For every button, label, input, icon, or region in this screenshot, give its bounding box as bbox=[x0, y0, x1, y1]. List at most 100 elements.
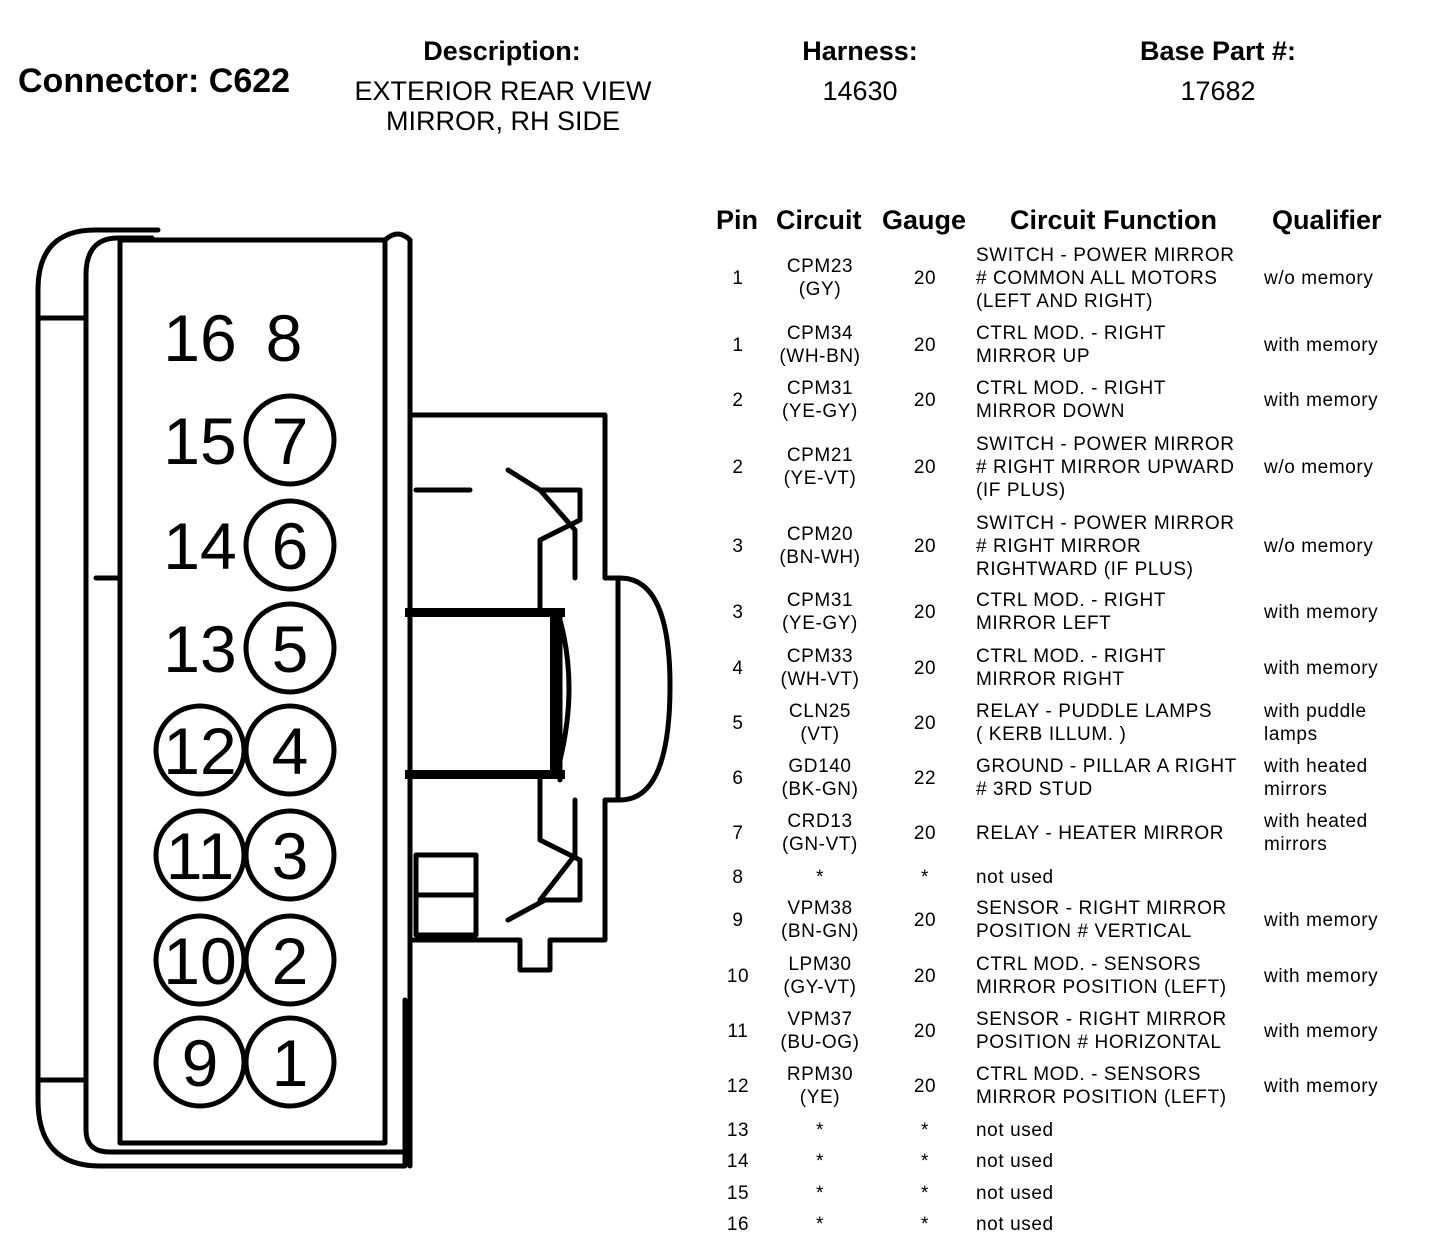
header-circuit-function: Circuit Function bbox=[1010, 205, 1217, 235]
cavity-circle-1 bbox=[243, 1015, 337, 1109]
circuit-code: (VT) bbox=[800, 724, 840, 745]
qualifier: w/o memory bbox=[1264, 267, 1374, 289]
pin-number: 13 bbox=[726, 1119, 750, 1141]
circuit-function: # RIGHT MIRROR UPWARD bbox=[976, 456, 1235, 478]
pin-number: 7 bbox=[732, 822, 744, 844]
circuit-function: not used bbox=[976, 1150, 1054, 1172]
qualifier: mirrors bbox=[1264, 834, 1328, 855]
circuit-code: CPM34 bbox=[786, 323, 854, 344]
cavity-number-4: 4 bbox=[272, 714, 309, 788]
cavity-number-8: 8 bbox=[266, 301, 303, 375]
circuit-code: * bbox=[816, 1213, 824, 1235]
header-pin: Pin bbox=[716, 205, 759, 235]
lock-rail bbox=[382, 231, 673, 1169]
wire-gauge: 20 bbox=[913, 389, 937, 411]
qualifier: with memory bbox=[1264, 389, 1379, 411]
header-qualifier: Qualifier bbox=[1272, 205, 1382, 235]
pin-number: 3 bbox=[732, 601, 744, 623]
wire-gauge: 20 bbox=[913, 334, 937, 356]
circuit-function: not used bbox=[976, 866, 1054, 888]
cavity-number-10: 10 bbox=[163, 924, 236, 998]
pin-number: 4 bbox=[732, 657, 744, 679]
qualifier: mirrors bbox=[1264, 779, 1328, 800]
qualifier: with heated bbox=[1264, 811, 1368, 832]
wire-gauge: 20 bbox=[913, 267, 937, 289]
connector-title: Connector: C622 bbox=[18, 62, 291, 100]
circuit-code: CPM31 bbox=[786, 378, 854, 399]
wire-gauge: * bbox=[921, 866, 929, 888]
circuit-code: (WH-BN) bbox=[779, 346, 861, 367]
circuit-function: SWITCH - POWER MIRROR bbox=[976, 433, 1235, 455]
wire-gauge: 20 bbox=[913, 712, 937, 734]
circuit-code: CPM33 bbox=[786, 646, 854, 667]
circuit-function: MIRROR UP bbox=[976, 346, 1091, 367]
pin-number: 1 bbox=[732, 334, 744, 356]
circuit-code: CPM21 bbox=[786, 445, 854, 466]
pin-number: 14 bbox=[726, 1150, 750, 1172]
circuit-code: CPM23 bbox=[786, 256, 854, 277]
wire-gauge: * bbox=[921, 1119, 929, 1141]
pin-number: 2 bbox=[732, 389, 744, 411]
circuit-code: (GY) bbox=[798, 279, 842, 300]
circuit-function: POSITION # VERTICAL bbox=[976, 921, 1192, 942]
circuit-code: (YE) bbox=[799, 1087, 841, 1108]
wire-gauge: 20 bbox=[913, 909, 937, 931]
qualifier: with heated bbox=[1264, 756, 1368, 777]
cavity-number-15: 15 bbox=[163, 404, 236, 478]
wire-gauge: * bbox=[921, 1213, 929, 1235]
circuit-code: (GN-VT) bbox=[782, 834, 858, 855]
cavity-number-1: 1 bbox=[272, 1026, 309, 1100]
circuit-function: CTRL MOD. - SENSORS bbox=[976, 954, 1201, 975]
circuit-code: CRD13 bbox=[787, 811, 853, 832]
circuit-function: MIRROR POSITION (LEFT) bbox=[976, 1087, 1227, 1108]
wire-gauge: * bbox=[921, 1182, 929, 1204]
circuit-code: (YE-GY) bbox=[782, 613, 858, 634]
description-label: Description: bbox=[423, 36, 581, 66]
circuit-code: VPM37 bbox=[787, 1009, 853, 1030]
cavity-number-11: 11 bbox=[166, 819, 235, 893]
qualifier: with memory bbox=[1264, 601, 1379, 623]
cavity-circle-6 bbox=[243, 498, 337, 592]
wire-gauge: 20 bbox=[913, 1020, 937, 1042]
cavity-number-2: 2 bbox=[272, 924, 309, 998]
pin-number: 8 bbox=[732, 866, 744, 888]
pin-number: 15 bbox=[726, 1182, 750, 1204]
pin-number: 2 bbox=[732, 456, 744, 478]
cavity-number-6: 6 bbox=[272, 509, 309, 583]
circuit-code: * bbox=[816, 1182, 824, 1204]
circuit-code: LPM30 bbox=[788, 954, 852, 975]
circuit-function: RIGHTWARD (IF PLUS) bbox=[976, 558, 1194, 580]
circuit-code: * bbox=[816, 1150, 824, 1172]
cavity-number-9: 9 bbox=[182, 1026, 219, 1100]
circuit-function: RELAY - HEATER MIRROR bbox=[976, 822, 1225, 844]
wire-gauge: 20 bbox=[913, 456, 937, 478]
circuit-function: not used bbox=[976, 1182, 1054, 1204]
circuit-function: MIRROR RIGHT bbox=[976, 669, 1125, 690]
harness-label: Harness: bbox=[802, 36, 918, 66]
pin-housing bbox=[117, 237, 388, 1146]
circuit-function: GROUND - PILLAR A RIGHT bbox=[976, 756, 1237, 777]
circuit-code: GD140 bbox=[788, 756, 852, 777]
cavity-number-16: 16 bbox=[163, 301, 236, 375]
pin-number: 10 bbox=[726, 965, 750, 987]
qualifier: with memory bbox=[1264, 334, 1379, 356]
circuit-code: (BU-OG) bbox=[780, 1032, 860, 1053]
circuit-function: # COMMON ALL MOTORS bbox=[976, 267, 1218, 289]
circuit-function: (LEFT AND RIGHT) bbox=[976, 290, 1154, 312]
circuit-function: CTRL MOD. - SENSORS bbox=[976, 1064, 1201, 1085]
circuit-code: RPM30 bbox=[786, 1064, 854, 1085]
circuit-function: MIRROR POSITION (LEFT) bbox=[976, 977, 1227, 998]
connector-outer-shell bbox=[35, 227, 408, 1169]
wire-gauge: 20 bbox=[913, 535, 937, 557]
wire-gauge: 20 bbox=[913, 1075, 937, 1097]
qualifier: with memory bbox=[1264, 657, 1379, 679]
cavity-number-14: 14 bbox=[163, 509, 236, 583]
header-circuit: Circuit bbox=[776, 205, 862, 235]
wire-gauge: 20 bbox=[913, 657, 937, 679]
cavity-number-12: 12 bbox=[163, 714, 236, 788]
circuit-code: (YE-GY) bbox=[782, 401, 858, 422]
circuit-function: SWITCH - POWER MIRROR bbox=[976, 244, 1235, 266]
pin-number: 5 bbox=[732, 712, 744, 734]
cavity-circle-3 bbox=[243, 808, 337, 902]
